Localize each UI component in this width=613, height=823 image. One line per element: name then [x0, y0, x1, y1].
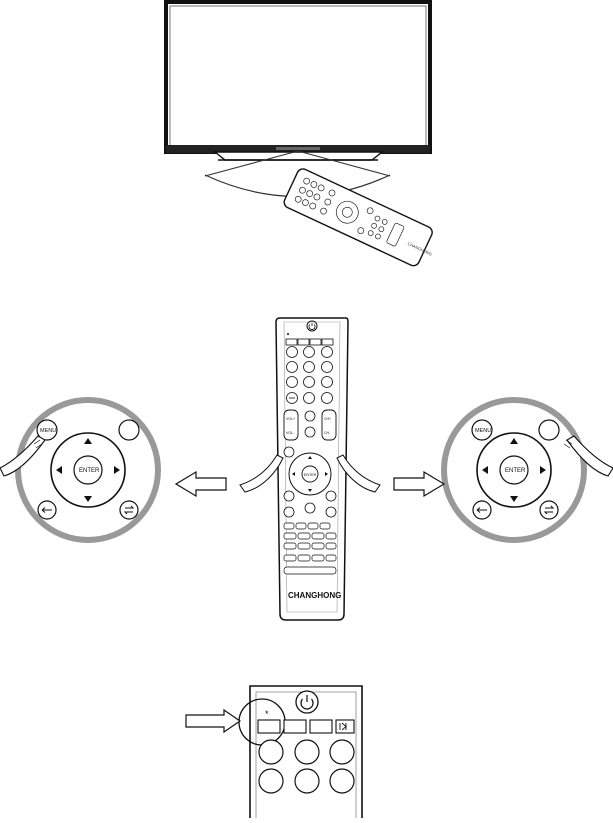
- right-zoom-detail: MENU ENTER: [444, 400, 613, 540]
- right-pointer-arrow: [394, 472, 444, 496]
- fav-button[interactable]: [326, 507, 336, 517]
- left-zoom-detail: MENU ENTER: [0, 400, 158, 540]
- ch-down-label: CH-: [324, 431, 331, 435]
- vol-down-label: VOL-: [286, 431, 295, 435]
- center-remote: VOL+ VOL- CH+ CH- ENTER: [240, 318, 380, 620]
- tv-inner-screen: [170, 6, 426, 146]
- enter-label-left: ENTER: [79, 468, 100, 474]
- home-button[interactable]: [305, 503, 315, 513]
- enter-label-small: ENTER: [304, 473, 317, 477]
- remote-brand-logo: CHANGHONG: [288, 591, 341, 600]
- return-button-left[interactable]: [120, 501, 138, 519]
- blank-button-left[interactable]: [119, 420, 139, 440]
- volume-rocker[interactable]: [284, 410, 298, 440]
- figure-remote-navigation: VOL+ VOL- CH+ CH- ENTER: [0, 318, 613, 620]
- ch-up-label: CH+: [324, 417, 331, 421]
- return-button-small[interactable]: [326, 491, 336, 501]
- option-button[interactable]: [284, 507, 294, 517]
- enter-label-right: ENTER: [505, 468, 526, 474]
- blank-button-right[interactable]: [539, 420, 559, 440]
- figure-tv-remote: CHANGHONG: [166, 2, 442, 271]
- small-remote: CHANGHONG: [282, 167, 442, 271]
- vol-up-label: VOL+: [286, 417, 295, 421]
- back-button-small[interactable]: [284, 491, 294, 501]
- menu-button-small[interactable]: [284, 447, 294, 457]
- info-button[interactable]: [305, 427, 315, 437]
- mute-button[interactable]: [305, 411, 315, 421]
- figure-power-detail: *: [186, 686, 362, 818]
- ir-sensor-dot: [287, 333, 289, 335]
- menu-label-right: MENU: [475, 428, 491, 434]
- left-pointer-arrow: [176, 472, 226, 496]
- menu-label-left: MENU: [40, 428, 56, 434]
- tv-stand: [215, 152, 382, 160]
- tv-logo-strip: [276, 147, 320, 150]
- channel-rocker[interactable]: [322, 410, 336, 440]
- left-finger: [240, 455, 283, 492]
- ir-sensor-mark: *: [265, 709, 269, 719]
- return-button-right[interactable]: [540, 501, 558, 519]
- pointer-arrow-power: [186, 710, 240, 732]
